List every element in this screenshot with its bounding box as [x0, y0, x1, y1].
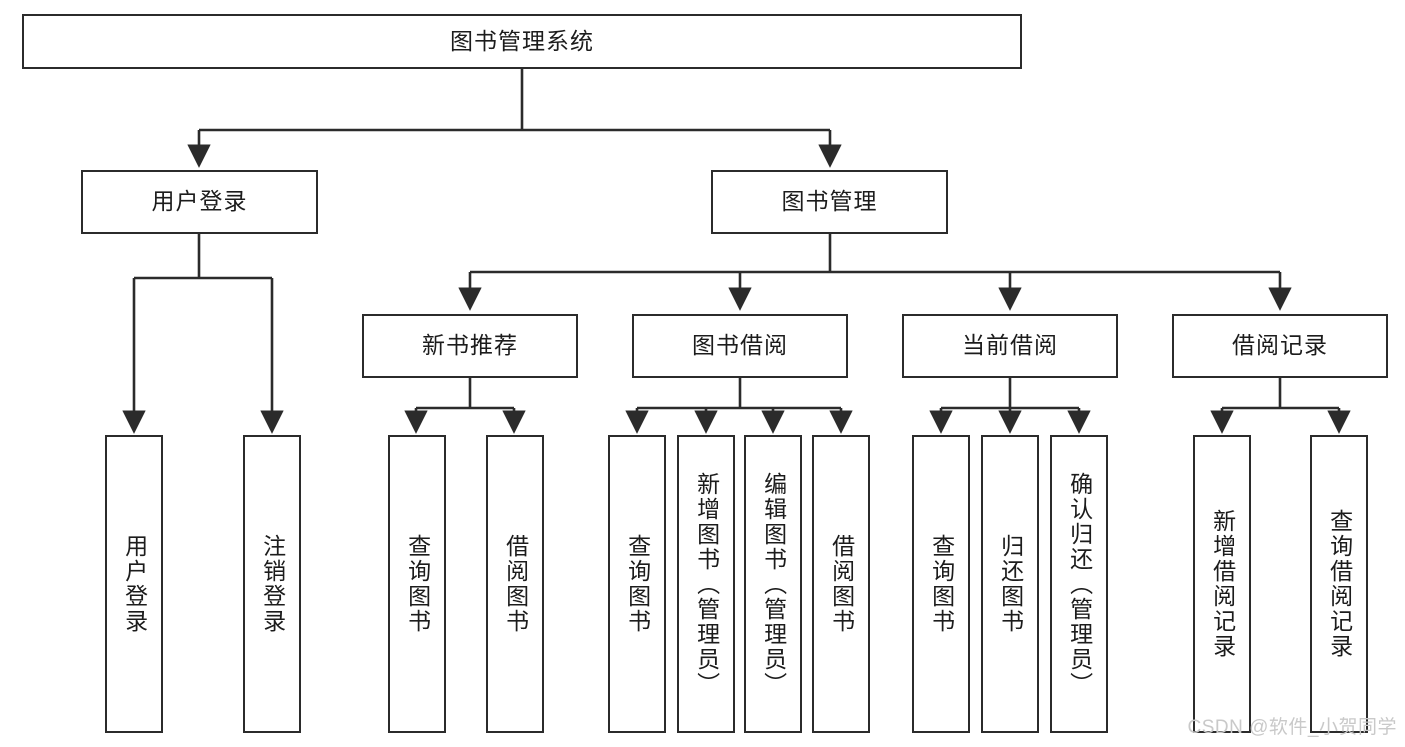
node-label: 注销登录 — [259, 534, 286, 634]
node-label: 新书推荐 — [422, 332, 518, 359]
node-leaf-edit-book[interactable]: 编辑图书（管理员） — [744, 435, 802, 733]
node-leaf-query-book-current[interactable]: 查询图书 — [912, 435, 970, 733]
node-user-login[interactable]: 用户登录 — [81, 170, 318, 234]
node-label: 图书管理 — [781, 188, 878, 215]
node-current-borrow[interactable]: 当前借阅 — [902, 314, 1118, 378]
node-new-book-recommend[interactable]: 新书推荐 — [362, 314, 578, 378]
node-label: 借阅记录 — [1232, 332, 1328, 359]
node-leaf-query-borrow-record[interactable]: 查询借阅记录 — [1310, 435, 1368, 733]
node-label: 编辑图书（管理员） — [760, 471, 787, 697]
node-label: 归还图书 — [997, 534, 1024, 634]
node-label: 图书借阅 — [692, 332, 788, 359]
node-label: 借阅图书 — [828, 534, 855, 634]
node-book-manage[interactable]: 图书管理 — [711, 170, 948, 234]
node-label: 查询图书 — [404, 534, 431, 634]
node-leaf-borrow-book[interactable]: 借阅图书 — [812, 435, 870, 733]
node-leaf-borrow-book-recommend[interactable]: 借阅图书 — [486, 435, 544, 733]
node-leaf-query-book-borrow[interactable]: 查询图书 — [608, 435, 666, 733]
node-label: 借阅图书 — [502, 534, 529, 634]
node-label: 查询图书 — [928, 534, 955, 634]
node-label: 确认归还（管理员） — [1066, 471, 1093, 697]
node-label: 新增图书（管理员） — [693, 471, 720, 697]
node-label: 当前借阅 — [962, 332, 1058, 359]
node-leaf-logout-login[interactable]: 注销登录 — [243, 435, 301, 733]
node-leaf-add-borrow-record[interactable]: 新增借阅记录 — [1193, 435, 1251, 733]
watermark-text: CSDN @软件_小贺同学 — [1187, 717, 1397, 738]
node-book-borrow[interactable]: 图书借阅 — [632, 314, 848, 378]
node-borrow-record[interactable]: 借阅记录 — [1172, 314, 1388, 378]
node-leaf-user-login[interactable]: 用户登录 — [105, 435, 163, 733]
node-label: 用户登录 — [121, 534, 148, 634]
node-label: 用户登录 — [151, 188, 248, 215]
node-book-management-system[interactable]: 图书管理系统 — [22, 14, 1022, 69]
node-label: 查询借阅记录 — [1326, 509, 1353, 659]
node-label: 图书管理系统 — [450, 27, 594, 54]
node-leaf-return-book[interactable]: 归还图书 — [981, 435, 1039, 733]
node-leaf-add-book[interactable]: 新增图书（管理员） — [677, 435, 735, 733]
node-leaf-confirm-return[interactable]: 确认归还（管理员） — [1050, 435, 1108, 733]
node-leaf-query-book-recommend[interactable]: 查询图书 — [388, 435, 446, 733]
node-label: 新增借阅记录 — [1209, 509, 1236, 659]
node-label: 查询图书 — [624, 534, 651, 634]
